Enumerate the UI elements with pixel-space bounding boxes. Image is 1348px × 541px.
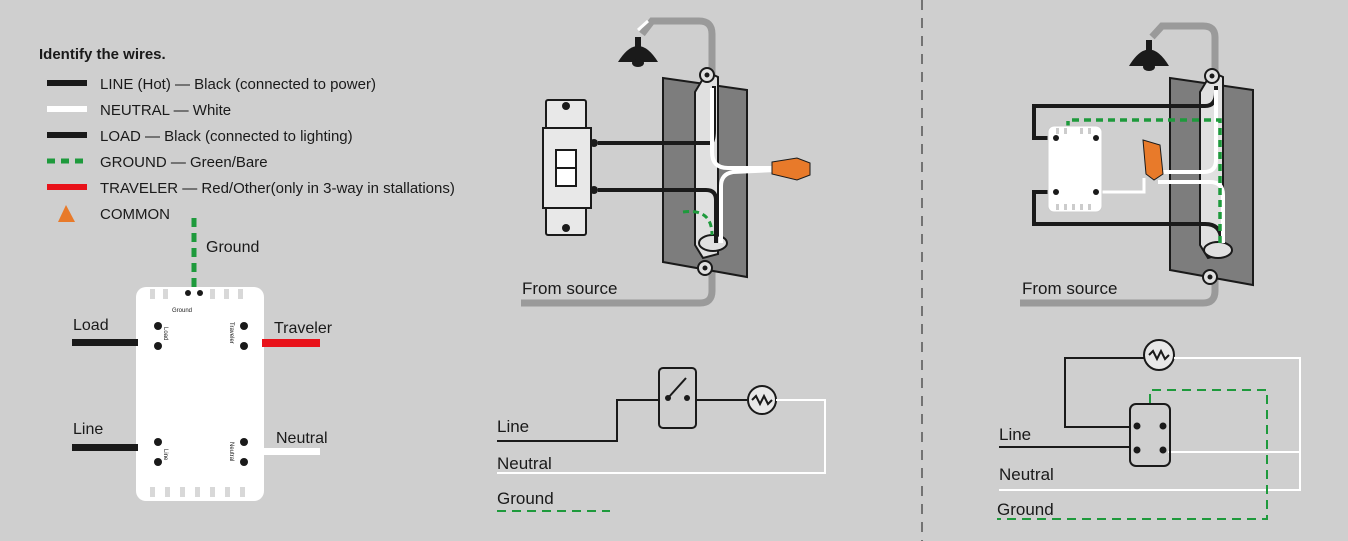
traveler-wire-label: Traveler — [274, 320, 333, 337]
terminal-line-text: Line — [162, 449, 168, 461]
line-wire — [72, 444, 138, 451]
line-wire-label: Line — [73, 421, 103, 438]
legend: Identify the wires. LINE (Hot) — Black (… — [39, 46, 455, 223]
box-cable-entry-right — [1203, 241, 1233, 259]
terminal-screws — [154, 290, 248, 466]
smart-switch-schematic: Line Neutral Ground — [997, 339, 1301, 520]
legend-common: COMMON — [100, 206, 170, 223]
fixture-white-wire — [636, 19, 650, 32]
legend-ground: GROUND — Green/Bare — [100, 154, 268, 171]
neutral-wire-top-right — [1158, 90, 1218, 174]
schem-switch-icon — [658, 367, 697, 429]
load-wire-label: Load — [73, 317, 109, 334]
schem-neutral-label-right: Neutral — [999, 465, 1054, 484]
common-triangle-icon — [58, 205, 75, 222]
source-conduit — [521, 265, 716, 307]
neutral-wire-label: Neutral — [276, 430, 328, 447]
schem-ground-label-right: Ground — [997, 500, 1054, 519]
switch-body — [136, 287, 264, 501]
light-fixture-icon-right — [1129, 40, 1169, 71]
traveler-wire — [262, 339, 320, 347]
terminal-traveler-text: Traveler — [228, 322, 234, 344]
ground-wire-box — [682, 209, 714, 236]
legend-load: LOAD — Black (connected to lighting) — [100, 128, 353, 145]
neutral-wire-bottom-right — [1158, 180, 1225, 243]
wire-nut-icon — [771, 157, 811, 181]
smart-switch-mini-icon — [1047, 125, 1103, 213]
terminal-ground-text: Ground — [172, 308, 192, 314]
from-source-label: From source — [522, 279, 617, 298]
wire-nut-icon-right — [1142, 139, 1164, 181]
smart-switch-install: From source — [1020, 22, 1254, 307]
schem-neutral-wire-right — [999, 357, 1301, 491]
bottom-notches — [150, 487, 245, 497]
neutral-wire-bottom — [719, 168, 776, 243]
fixture-conduit-right — [1149, 22, 1219, 80]
neutral-switch-wire — [1100, 178, 1146, 194]
traveler-swatch — [47, 184, 87, 190]
schem-ground-wire-right — [997, 389, 1268, 520]
legend-title: Identify the wires. — [39, 46, 166, 63]
line-wire-right — [1032, 190, 1223, 241]
line-swatch — [47, 80, 87, 86]
ground-wire-label: Ground — [206, 239, 259, 256]
terminal-neutral-text: Neutral — [228, 442, 234, 461]
from-source-label-right: From source — [1022, 279, 1117, 298]
smart-switch-device: Ground Ground Load Traveler Line Neutral… — [72, 218, 333, 501]
source-conduit-right — [1020, 265, 1219, 307]
simple-switch-schematic: Line Neutral Ground — [497, 367, 826, 512]
schem-line-label-right: Line — [999, 425, 1031, 444]
ground-wire-right — [1066, 118, 1222, 243]
toggle-switch-icon — [542, 99, 598, 236]
schem-line-label: Line — [497, 417, 529, 436]
old-switch-install: From source — [521, 17, 811, 307]
schem-ground-label: Ground — [497, 489, 554, 508]
neutral-wire — [262, 448, 320, 455]
schem-neutral-wire — [497, 399, 826, 474]
schem-line-wire — [497, 399, 660, 442]
legend-neutral: NEUTRAL — White — [100, 102, 231, 119]
neutral-swatch — [47, 106, 87, 112]
neutral-wire-top — [710, 88, 775, 170]
light-fixture-icon — [618, 37, 658, 67]
terminal-load-text: Load — [162, 327, 168, 340]
legend-line: LINE (Hot) — Black (connected to power) — [100, 76, 376, 93]
load-wire — [72, 339, 138, 346]
top-notches — [150, 289, 243, 299]
schem-switch-icon-right — [1129, 403, 1171, 467]
line-hot-wire — [598, 188, 718, 243]
load-swatch — [47, 132, 87, 138]
fixture-conduit — [639, 17, 716, 80]
schem-load-wire-right — [1064, 357, 1144, 428]
legend-traveler: TRAVELER — Red/Other(only in 3-way in st… — [100, 180, 455, 197]
schem-neutral-label: Neutral — [497, 454, 552, 473]
